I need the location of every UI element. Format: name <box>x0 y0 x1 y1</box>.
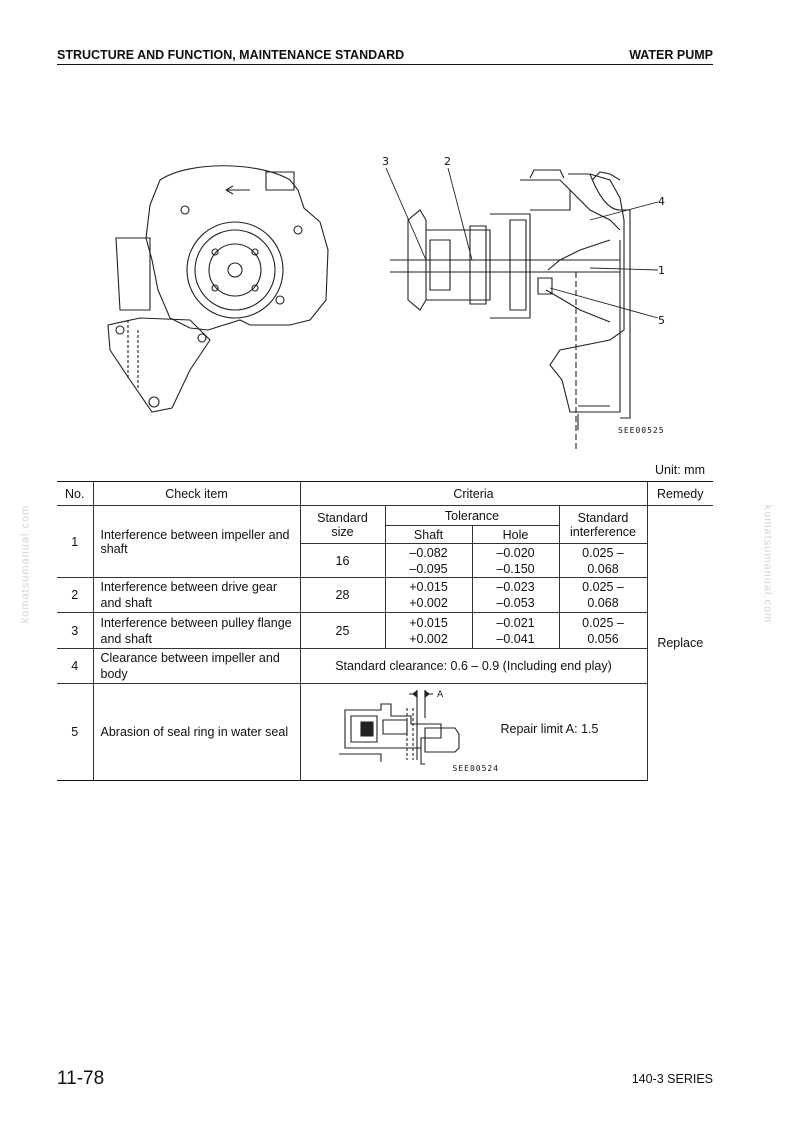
table-row: 4 Clearance between impeller and body St… <box>57 648 713 684</box>
water-seal-drawing: A <box>338 689 460 765</box>
unit-label: Unit: mm <box>655 463 705 477</box>
header-no: No. <box>57 481 94 506</box>
row-shaft-tolerance: +0.015 +0.002 <box>384 612 473 649</box>
section-title: STRUCTURE AND FUNCTION, MAINTENANCE STAN… <box>57 48 405 62</box>
pump-front-view <box>107 165 329 413</box>
row-shaft-tolerance: +0.015 +0.002 <box>384 577 473 613</box>
subheader-shaft: Shaft <box>385 525 473 544</box>
callout-4: 4 <box>658 195 665 208</box>
water-pump-drawing: 3 2 4 1 5 <box>107 155 665 450</box>
row-no: 2 <box>57 577 94 613</box>
subheader-standard-size: Standard size <box>299 505 386 544</box>
row-standard-interference: 0.025 – 0.068 <box>558 543 647 578</box>
row-standard-size: 16 <box>300 543 386 578</box>
row-check-item: Clearance between impeller and body <box>92 648 301 684</box>
maintenance-standard-table: No. Check item Criteria Remedy 1 Interfe… <box>57 481 713 781</box>
row-hole-tolerance: –0.021 –0.041 <box>471 612 560 649</box>
row-shaft-tolerance: –0.082 –0.095 <box>384 543 473 578</box>
row-criteria: Standard clearance: 0.6 – 0.9 (Including… <box>299 648 647 684</box>
table-row: 5 Abrasion of seal ring in water seal <box>57 683 713 781</box>
row-standard-interference: 0.025 – 0.068 <box>558 577 647 613</box>
row-no: 3 <box>57 612 94 649</box>
subheader-tolerance: Tolerance <box>384 505 560 526</box>
table-row: 2 Interference between drive gear and sh… <box>57 577 713 613</box>
callout-2: 2 <box>444 155 451 168</box>
subheader-hole: Hole <box>471 525 559 544</box>
pump-section-view <box>390 169 631 450</box>
table-row: 3 Interference between pulley flange and… <box>57 612 713 649</box>
row-check-item: Interference between pulley flange and s… <box>92 612 301 649</box>
subheader-standard-interference: Standard interference <box>558 505 648 544</box>
table-header-row: No. Check item Criteria Remedy <box>57 481 713 506</box>
header-check-item: Check item <box>92 481 301 506</box>
row-hole-tolerance: –0.023 –0.053 <box>471 577 560 613</box>
callout-1: 1 <box>658 264 665 277</box>
header-rule <box>57 64 713 65</box>
table-row: 1 Interference between impeller and shaf… <box>57 505 713 781</box>
row-hole-tolerance: –0.020 –0.150 <box>471 543 560 578</box>
row-check-item: Interference between impeller and shaft <box>92 505 301 578</box>
repair-limit: Repair limit A: 1.5 <box>500 722 599 736</box>
table-row-values: 16 –0.082 –0.095 –0.020 –0.150 0.025 – 0… <box>57 543 713 578</box>
seal-figure-code: SEE00524 <box>452 764 500 773</box>
row-no: 5 <box>57 683 94 781</box>
row-standard-size: 28 <box>299 577 386 613</box>
row-no: 1 <box>57 505 94 578</box>
table-subheader-row: Shaft Hole <box>57 525 713 544</box>
callout-3: 3 <box>382 155 389 168</box>
remedy-cell: Replace <box>646 505 713 781</box>
callout-5: 5 <box>658 314 665 327</box>
series-label: 140-3 SERIES <box>631 1072 713 1086</box>
topic-title: WATER PUMP <box>629 48 713 62</box>
page-header: STRUCTURE AND FUNCTION, MAINTENANCE STAN… <box>57 46 713 64</box>
watermark-right: komatsumanual.com <box>761 504 774 624</box>
header-criteria: Criteria <box>299 481 648 506</box>
seal-dimension-label: A <box>437 690 444 700</box>
watermark-left: komatsumanual.com <box>19 504 32 624</box>
row-criteria-seal: A SEE00524 Repair limit A: 1.5 <box>299 683 647 781</box>
row-check-item: Abrasion of seal ring in water seal <box>92 683 301 781</box>
row-check-item: Interference between drive gear and shaf… <box>92 577 301 613</box>
row-standard-size: 25 <box>299 612 386 649</box>
page-number: 11-78 <box>57 1068 105 1089</box>
figure-code: SEE00525 <box>618 426 665 435</box>
header-remedy: Remedy <box>646 481 713 506</box>
row-no: 4 <box>57 648 94 684</box>
row-standard-interference: 0.025 – 0.056 <box>558 612 647 649</box>
